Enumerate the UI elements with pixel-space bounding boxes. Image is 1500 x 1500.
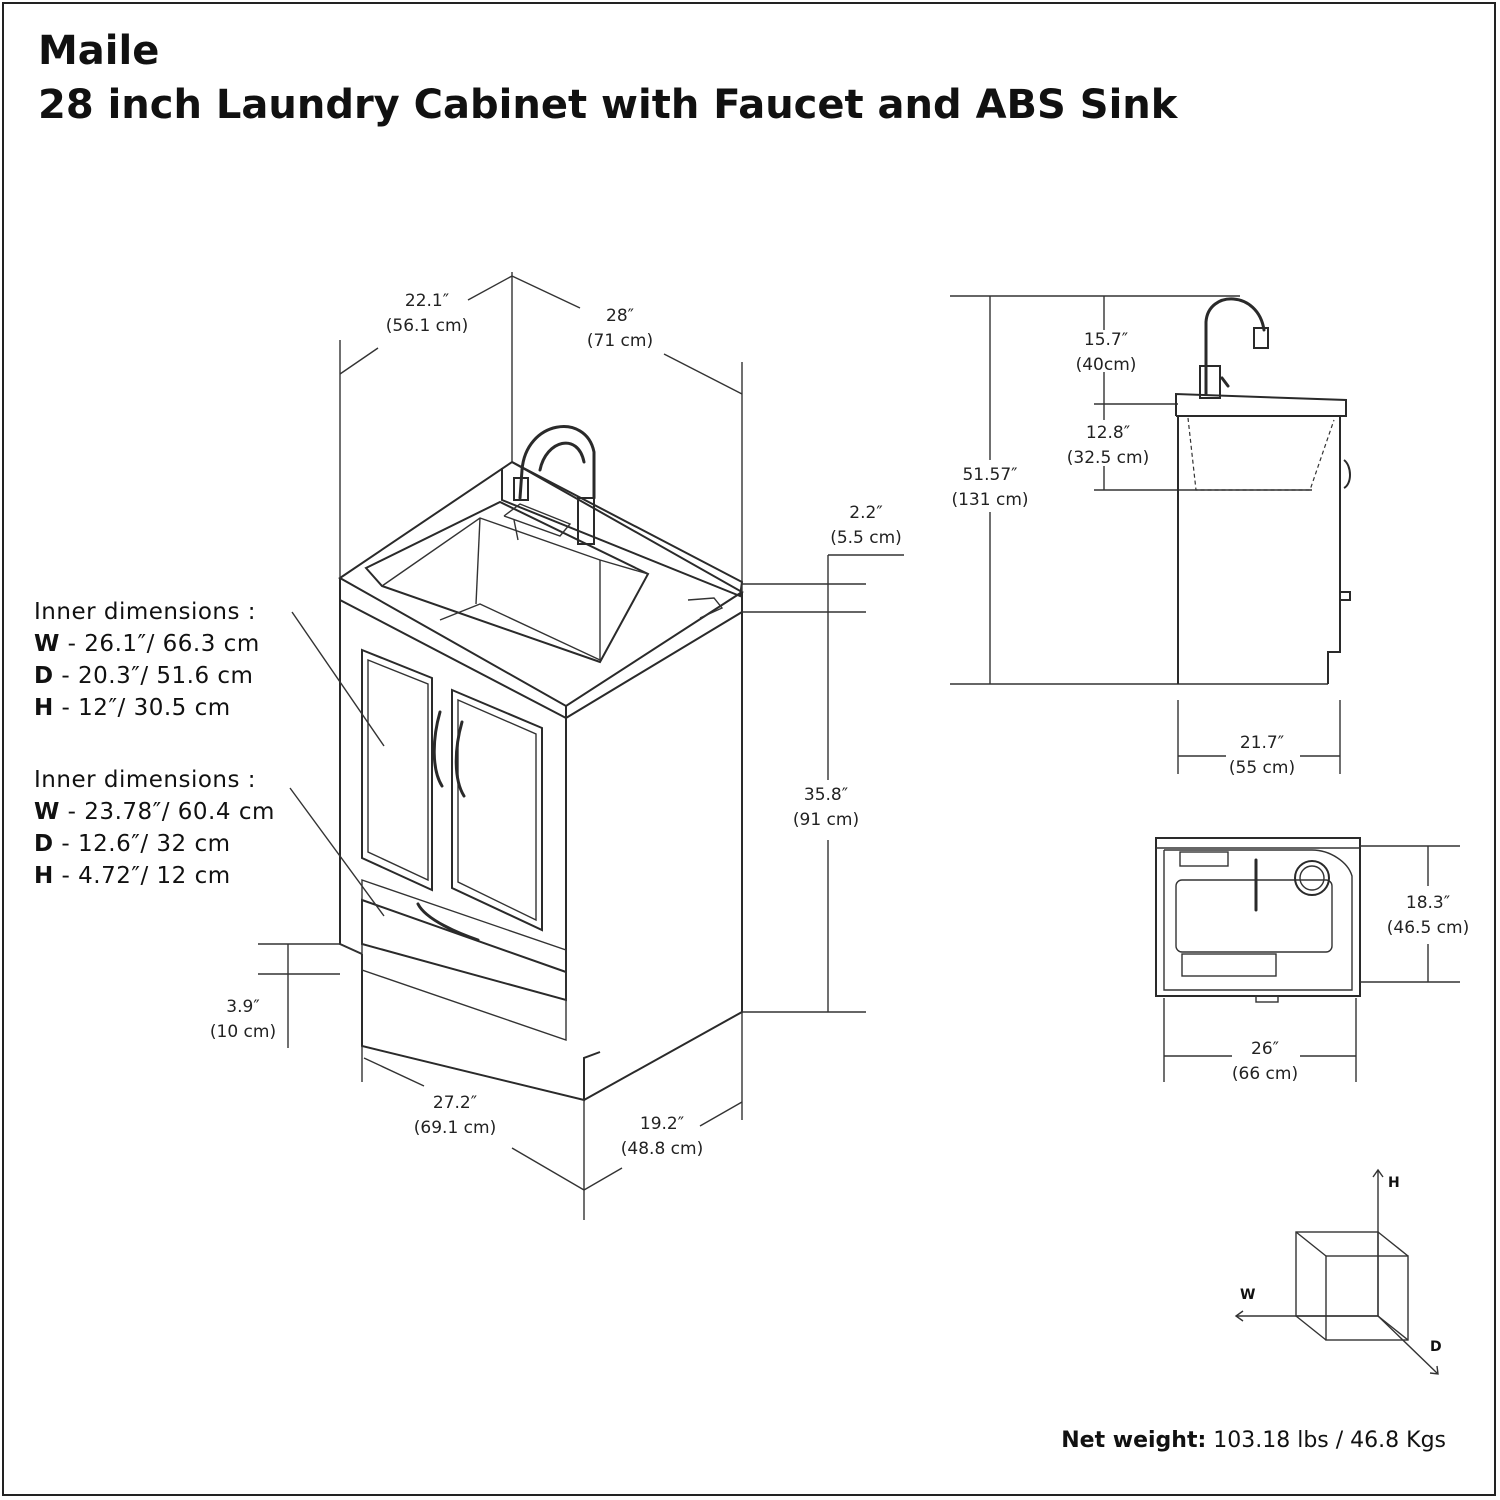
dim-value-cm: (10 cm)	[209, 1022, 277, 1042]
net-weight: Net weight: 103.18 lbs / 46.8 Kgs	[1061, 1428, 1446, 1453]
axis-cube-drawing	[1234, 1168, 1439, 1375]
net-weight-value: 103.18 lbs / 46.8 Kgs	[1206, 1428, 1446, 1453]
dim-value-in: 28″	[606, 306, 634, 326]
dim-sink-depth: 12.8″ (32.5 cm)	[1067, 421, 1149, 471]
net-weight-label: Net weight:	[1061, 1428, 1207, 1453]
dim-cabinet-height: 35.8″ (91 cm)	[793, 783, 859, 833]
main-dimension-lines	[258, 272, 904, 1220]
dim-value-in: 3.9″	[226, 997, 260, 1017]
axis-label-d: D	[1430, 1339, 1442, 1355]
dim-value-in: 2.2″	[849, 503, 883, 523]
dim-value-in: 35.8″	[803, 785, 849, 805]
dim-value-in: 26″	[1251, 1039, 1279, 1059]
dim-value-in: 12.8″	[1085, 423, 1131, 443]
product-title: 28 inch Laundry Cabinet with Faucet and …	[38, 82, 1178, 128]
dim-backsplash: 2.2″ (5.5 cm)	[830, 501, 902, 551]
dim-value-cm: (48.8 cm)	[620, 1139, 704, 1159]
dim-base-width: 27.2″ (69.1 cm)	[414, 1091, 496, 1141]
dim-value-in: 21.7″	[1239, 733, 1285, 753]
dim-top-view-width: 26″ (66 cm)	[1232, 1037, 1298, 1087]
dim-toe-kick: 3.9″ (10 cm)	[210, 995, 276, 1045]
inner-heading: Inner dimensions :	[34, 599, 257, 625]
dim-top-view-depth: 18.3″ (46.5 cm)	[1387, 891, 1469, 941]
dim-value-in: 51.57″	[962, 465, 1018, 485]
dim-value-cm: (40cm)	[1075, 355, 1137, 375]
dim-value-cm: (91 cm)	[792, 810, 860, 830]
inner-dimensions-sink: Inner dimensions : W - 26.1″/ 66.3 cm D …	[34, 596, 260, 724]
dim-value-cm: (46.5 cm)	[1386, 918, 1470, 938]
dim-value-cm: (69.1 cm)	[413, 1118, 497, 1138]
dim-value-in: 22.1″	[404, 291, 450, 311]
dim-value-cm: (131 cm)	[951, 490, 1029, 510]
dim-value-cm: (55 cm)	[1228, 758, 1296, 778]
inner-row-d: D - 20.3″/ 51.6 cm	[34, 663, 254, 689]
dim-value-cm: (71 cm)	[586, 331, 654, 351]
inner-heading: Inner dimensions :	[34, 767, 257, 793]
dim-side-depth: 21.7″ (55 cm)	[1229, 731, 1295, 781]
dim-value-cm: (32.5 cm)	[1066, 448, 1150, 468]
dim-value-in: 18.3″	[1405, 893, 1451, 913]
brand-title: Maile	[38, 28, 160, 74]
inner-dimensions-drawer: Inner dimensions : W - 23.78″/ 60.4 cm D…	[34, 764, 275, 892]
dim-total-height: 51.57″ (131 cm)	[951, 463, 1028, 513]
dim-top-depth: 22.1″ (56.1 cm)	[386, 289, 468, 339]
dim-value-cm: (56.1 cm)	[385, 316, 469, 336]
dim-faucet-height: 15.7″ (40cm)	[1076, 328, 1137, 378]
cabinet-isometric-drawing	[338, 425, 744, 1102]
dim-value-in: 15.7″	[1083, 330, 1129, 350]
inner-row-h: H - 4.72″/ 12 cm	[34, 863, 231, 889]
dim-base-depth: 19.2″ (48.8 cm)	[621, 1112, 703, 1162]
axis-label-h: H	[1388, 1175, 1400, 1191]
inner-row-w: W - 26.1″/ 66.3 cm	[34, 631, 260, 657]
inner-row-h: H - 12″/ 30.5 cm	[34, 695, 231, 721]
dim-value-in: 27.2″	[432, 1093, 478, 1113]
top-view-drawing	[1155, 837, 1460, 1082]
side-view-drawing	[950, 295, 1351, 774]
dim-top-width: 28″ (71 cm)	[587, 304, 653, 354]
axis-label-w: W	[1240, 1287, 1256, 1303]
dim-value-cm: (5.5 cm)	[830, 528, 902, 548]
inner-row-d: D - 12.6″/ 32 cm	[34, 831, 231, 857]
inner-row-w: W - 23.78″/ 60.4 cm	[34, 799, 275, 825]
dim-value-in: 19.2″	[639, 1114, 685, 1134]
dim-value-cm: (66 cm)	[1231, 1064, 1299, 1084]
